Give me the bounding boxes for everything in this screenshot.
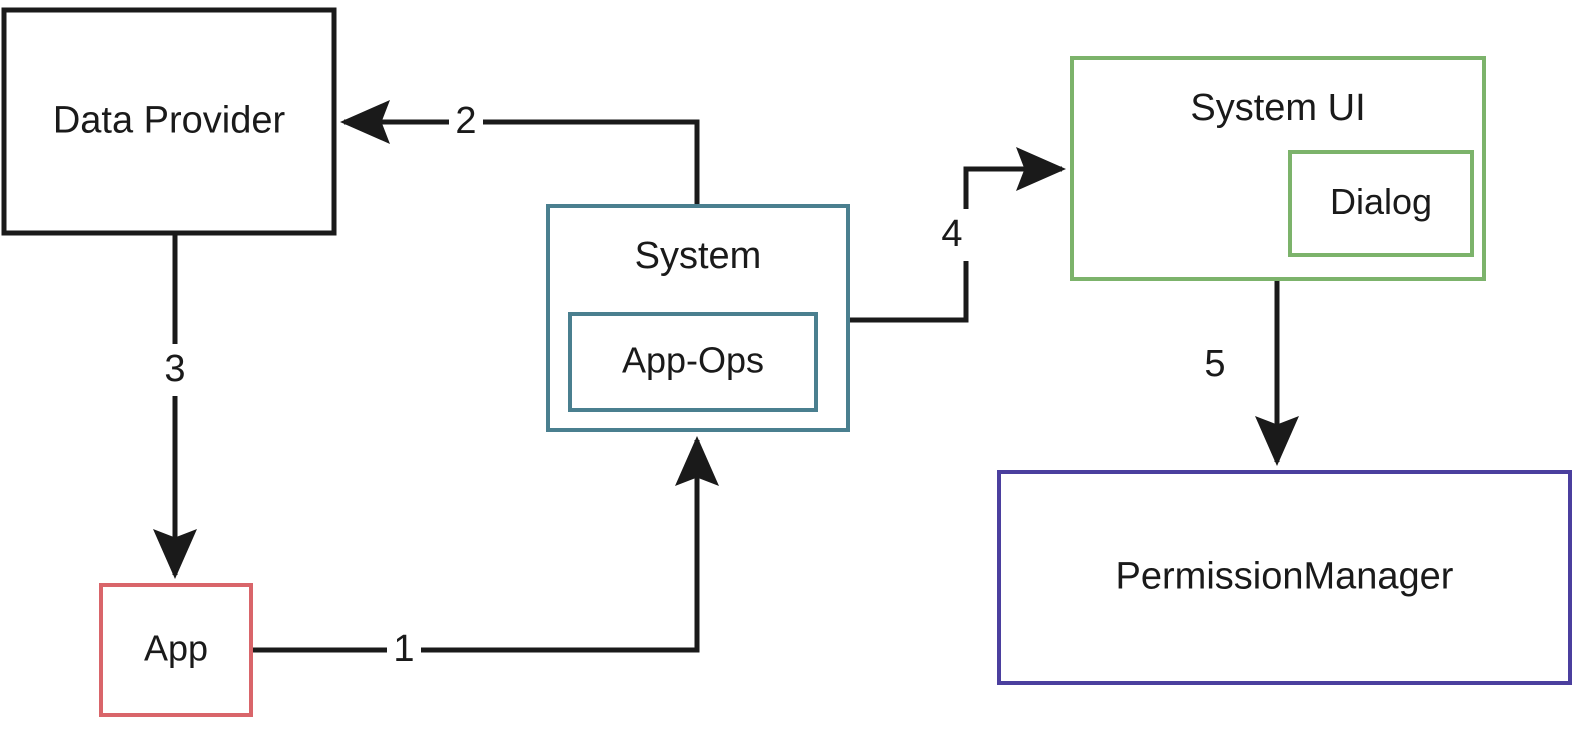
edge-labels-layer: 1 2 3 4 5 xyxy=(158,96,1232,676)
edge-label-3: 3 xyxy=(164,348,185,390)
edge-label-1: 1 xyxy=(393,628,414,670)
edge-label-backdrop xyxy=(935,209,969,261)
edge-label-4: 4 xyxy=(941,213,962,255)
node-app[interactable]: App xyxy=(99,583,253,717)
node-permission-manager[interactable]: PermissionManager xyxy=(997,470,1572,685)
node-label-app-ops: App-Ops xyxy=(622,340,764,381)
node-data-provider[interactable]: Data Provider xyxy=(1,7,337,236)
node-dialog[interactable]: Dialog xyxy=(1288,150,1474,257)
edge-label-backdrop xyxy=(387,624,421,676)
node-box-dialog[interactable] xyxy=(1288,150,1474,257)
node-box-permission-manager[interactable] xyxy=(997,470,1572,685)
edge-label-backdrop xyxy=(449,96,483,148)
node-box-app-ops[interactable] xyxy=(568,312,818,412)
node-label-app: App xyxy=(144,628,208,669)
node-label-permission-manager: PermissionManager xyxy=(1116,556,1454,598)
node-label-system-ui: System UI xyxy=(1190,87,1365,129)
edge-label-5: 5 xyxy=(1204,343,1225,385)
edge-label-backdrop xyxy=(1198,339,1232,391)
node-label-data-provider: Data Provider xyxy=(53,100,286,142)
node-label-system: System xyxy=(635,235,762,277)
edge-2 xyxy=(339,100,700,206)
edge-label-2: 2 xyxy=(455,100,476,142)
edge-1 xyxy=(251,435,719,653)
node-box-app[interactable] xyxy=(99,583,253,717)
edge-label-backdrop xyxy=(158,344,192,396)
node-box-data-provider[interactable] xyxy=(1,7,337,236)
node-app-ops[interactable]: App-Ops xyxy=(568,312,818,412)
node-label-dialog: Dialog xyxy=(1330,181,1432,222)
